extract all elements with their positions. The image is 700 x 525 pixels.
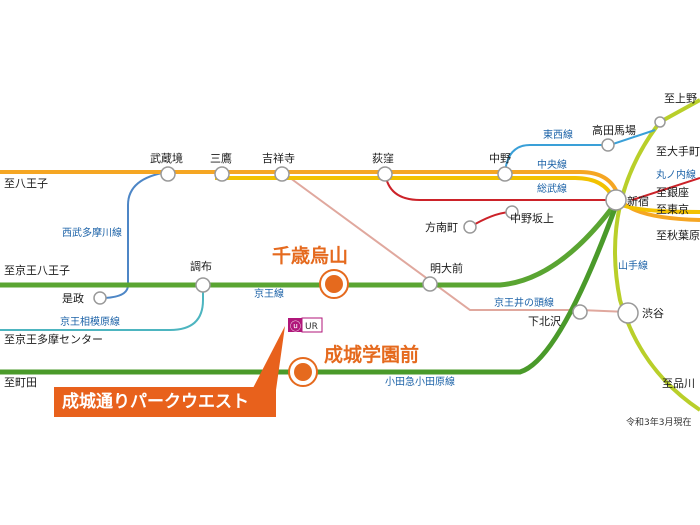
highlight-seijo-label: 成城学園前 bbox=[324, 343, 419, 366]
highlight-chitose-label: 千歳烏山 bbox=[272, 244, 348, 267]
ur-logo-text: UR bbox=[305, 322, 318, 332]
marunouchi-east bbox=[631, 177, 700, 201]
station-otemachi-marker bbox=[654, 116, 666, 128]
callout-pointer bbox=[252, 326, 285, 390]
dest-shinagawa: 至品川 bbox=[662, 377, 695, 390]
property-callout: 成城通りパークウエスト bbox=[54, 387, 276, 417]
station-chofu: 調布 bbox=[190, 259, 212, 273]
station-nakano: 中野 bbox=[489, 152, 511, 165]
station-meidaimae-marker bbox=[422, 276, 438, 292]
station-ogikubo-marker bbox=[377, 166, 393, 182]
line-inokashira: 京王井の頭線 bbox=[494, 296, 554, 309]
station-nakano-marker bbox=[497, 166, 513, 182]
dest-machida: 至町田 bbox=[4, 376, 37, 389]
dest-akihabara: 至秋葉原 bbox=[656, 228, 700, 242]
line-sobu: 総武線 bbox=[537, 182, 567, 195]
station-takadanobaba: 高田馬場 bbox=[592, 123, 636, 137]
station-shibuya-marker bbox=[617, 302, 639, 324]
station-kichijoji: 吉祥寺 bbox=[262, 151, 295, 165]
station-mitaka: 三鷹 bbox=[210, 151, 232, 165]
odakyu-line bbox=[0, 199, 621, 375]
line-yamanote: 山手線 bbox=[618, 259, 648, 272]
station-chofu-marker bbox=[195, 277, 211, 293]
yamanote-north bbox=[659, 98, 700, 124]
station-honancho-marker bbox=[463, 220, 477, 234]
dest-ginza: 至銀座 bbox=[656, 185, 689, 199]
line-odakyu: 小田急小田原線 bbox=[385, 375, 455, 388]
seibu-tamagawa-line bbox=[99, 171, 169, 299]
dest-keio-hachioji: 至京王八王子 bbox=[4, 263, 70, 277]
station-takadanobaba-marker bbox=[601, 138, 615, 152]
inokashira-line bbox=[281, 171, 629, 313]
station-kichijoji-marker bbox=[274, 166, 290, 182]
ur-logo-symbol: ⓤ bbox=[290, 320, 301, 333]
ur-logo-mark bbox=[288, 318, 302, 332]
keio-sagamihara-line bbox=[0, 285, 204, 331]
station-mitaka-marker bbox=[214, 166, 230, 182]
dest-otemachi: 至大手町 bbox=[656, 144, 700, 158]
station-koremasa: 是政 bbox=[62, 291, 84, 305]
station-musashisakai-marker bbox=[160, 166, 176, 182]
line-tozai: 東西線 bbox=[543, 128, 573, 141]
dest-tokyo: 至東京 bbox=[656, 202, 689, 216]
line-keio-sagamihara: 京王相模原線 bbox=[60, 315, 120, 328]
yamanote-line bbox=[613, 120, 700, 412]
dest-keio-tama: 至京王多摩センター bbox=[4, 332, 103, 346]
station-shinjuku-marker bbox=[605, 189, 627, 211]
station-musashisakai: 武蔵境 bbox=[150, 151, 183, 165]
station-ogikubo: 荻窪 bbox=[372, 151, 394, 165]
line-seibu-tamagawa: 西武多摩川線 bbox=[62, 226, 122, 239]
station-chitose-marker-inner bbox=[325, 275, 343, 293]
ur-logo-box bbox=[301, 317, 323, 333]
dest-ueno: 至上野 bbox=[664, 92, 697, 105]
station-shinjuku: 新宿 bbox=[627, 194, 649, 208]
station-shibuya: 渋谷 bbox=[642, 307, 664, 320]
station-koremasa-marker bbox=[93, 291, 107, 305]
station-shimokitazawa: 下北沢 bbox=[528, 314, 561, 328]
station-shimokitazawa-marker bbox=[572, 304, 588, 320]
line-marunouchi: 丸ノ内線 bbox=[656, 168, 696, 181]
line-chuo: 中央線 bbox=[537, 158, 567, 171]
dest-hachioji: 至八王子 bbox=[4, 177, 48, 190]
tozai-line bbox=[504, 129, 656, 173]
keio-line bbox=[0, 198, 621, 288]
station-meidaimae: 明大前 bbox=[430, 261, 463, 275]
station-nakanosakaue: 中野坂上 bbox=[510, 212, 554, 225]
line-keio: 京王線 bbox=[254, 287, 284, 300]
date-note: 令和3年3月現在 bbox=[626, 416, 691, 428]
station-seijo-marker-inner bbox=[294, 363, 312, 381]
station-honancho: 方南町 bbox=[425, 220, 458, 234]
station-nakanosakaue-marker bbox=[505, 205, 519, 219]
